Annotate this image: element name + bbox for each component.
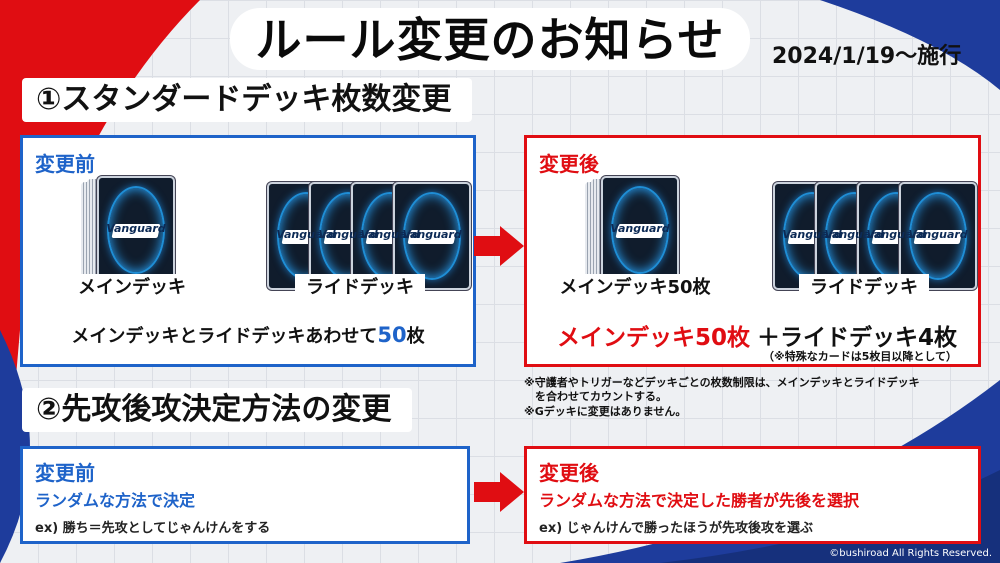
after-method: ランダムな方法で決定した勝者が先後を選択 (539, 491, 860, 510)
section1-before-panel: 変更前 Vanguard メインデッキ Vanguard Vanguard Va… (20, 135, 476, 367)
before-tag: 変更前 (35, 152, 95, 176)
section2-heading: ②先攻後攻決定方法の変更 (22, 388, 412, 432)
section1-heading: ①スタンダードデッキ枚数変更 (22, 78, 472, 122)
footnote-2: を合わせてカウントする。 (524, 390, 667, 403)
before-summary: メインデッキとライドデッキあわせて50枚 (71, 323, 425, 347)
before-tag: 変更前 (35, 461, 95, 485)
effective-date: 2024/1/19～施行 (772, 44, 962, 69)
after-summary-main: メインデッキ50枚 (557, 325, 751, 351)
footnote-1: ※守護者やトリガーなどデッキごとの枚数制限は、メインデッキとライドデッキ (524, 376, 920, 389)
after-summary-note: （※特殊なカードは5枚目以降として） (763, 350, 958, 363)
arrow-right-icon (474, 226, 524, 266)
ride-deck-label: ライドデッキ (295, 274, 425, 302)
main-deck-50-label: メインデッキ50枚 (555, 274, 715, 302)
before-example: ex) 勝ち＝先攻としてじゃんけんをする (35, 521, 271, 536)
after-tag: 変更後 (539, 461, 599, 485)
main-deck-label: メインデッキ (73, 274, 191, 302)
arrow-right-icon (474, 472, 524, 512)
section2-before-panel: 変更前 ランダムな方法で決定 ex) 勝ち＝先攻としてじゃんけんをする (20, 446, 470, 544)
copyright: ©bushiroad All Rights Reserved. (829, 548, 992, 559)
footnote-3: ※Gデッキに変更はありません。 (524, 405, 687, 418)
after-summary-ride: ＋ライドデッキ4枚 (757, 325, 958, 351)
after-example: ex) じゃんけんで勝ったほうが先攻後攻を選ぶ (539, 521, 814, 536)
section2-after-panel: 変更後 ランダムな方法で決定した勝者が先後を選択 ex) じゃんけんで勝ったほう… (524, 446, 981, 544)
page-title: ルール変更のお知らせ (255, 13, 725, 67)
after-tag: 変更後 (539, 152, 599, 176)
ride-deck-label: ライドデッキ (799, 274, 929, 302)
title-background (230, 8, 750, 70)
before-method: ランダムな方法で決定 (35, 491, 196, 510)
section1-after-panel: 変更後 Vanguard メインデッキ50枚 Vanguard Vanguard… (524, 135, 981, 367)
